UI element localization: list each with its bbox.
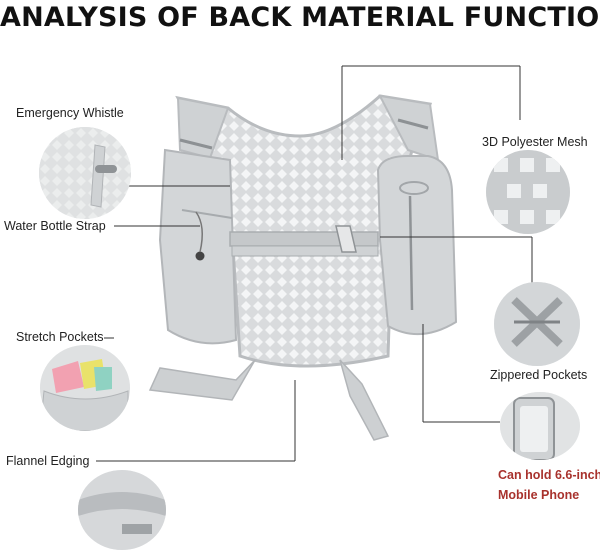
pockets-detail-circle bbox=[40, 345, 130, 431]
callout-lines bbox=[96, 65, 533, 462]
zippered-pockets-label: Zippered Pockets bbox=[490, 368, 588, 382]
lower-left-strap bbox=[148, 359, 256, 401]
polyester-mesh-label: 3D Polyester Mesh bbox=[482, 135, 588, 149]
left-stretch-pocket bbox=[158, 148, 238, 345]
stretch-pockets-label: Stretch Pockets bbox=[16, 330, 104, 344]
flannel-edging-label: Flannel Edging bbox=[6, 454, 90, 468]
zipper-line bbox=[408, 195, 414, 311]
edging-detail-circle bbox=[78, 470, 166, 550]
phone-note-line2: Mobile Phone bbox=[498, 488, 580, 502]
phone-capacity-note: Can hold 6.6-inch Mobile Phone bbox=[498, 465, 600, 505]
whistle-detail-circle bbox=[39, 127, 131, 219]
cord-lock-icon bbox=[195, 251, 205, 261]
zipper-detail-circle bbox=[494, 282, 580, 366]
phone-note-line1: Can hold 6.6-inch bbox=[498, 468, 600, 482]
right-zippered-pocket bbox=[376, 155, 458, 336]
mesh-detail-circle bbox=[486, 150, 570, 234]
page-title: ANALYSIS OF BACK MATERIAL FUNCTION bbox=[0, 2, 600, 33]
water-bottle-strap-label: Water Bottle Strap bbox=[4, 219, 106, 233]
buckle-icon bbox=[335, 225, 357, 253]
whistle-icon bbox=[95, 165, 117, 173]
lower-right-strap bbox=[339, 359, 390, 441]
chest-strap bbox=[229, 225, 379, 257]
phone-pocket-detail-circle bbox=[500, 392, 580, 460]
emergency-whistle-label: Emergency Whistle bbox=[16, 106, 124, 120]
